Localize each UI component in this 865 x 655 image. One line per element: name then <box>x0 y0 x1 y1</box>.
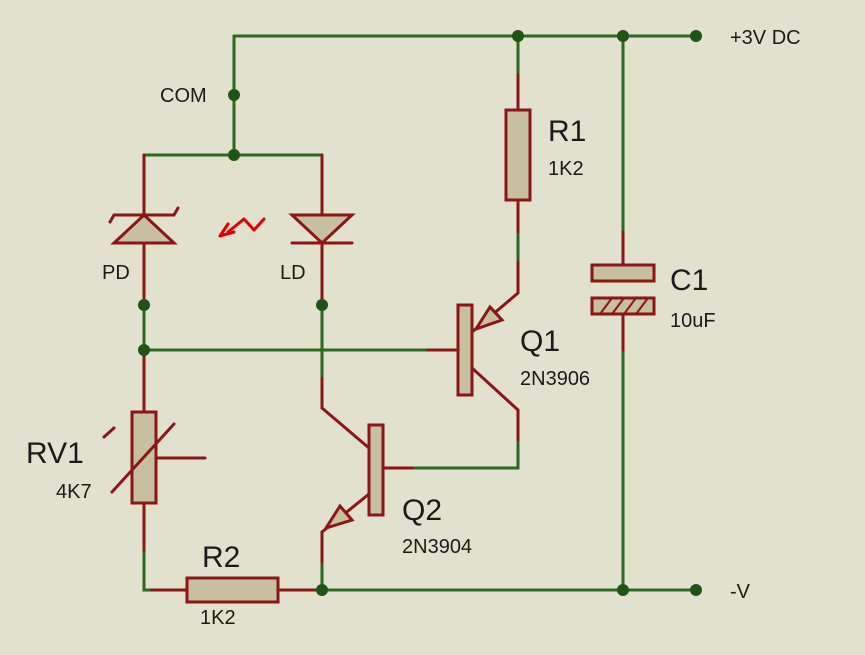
resistor-r1 <box>504 73 532 234</box>
transistor-q1 <box>426 260 520 442</box>
capacitor-c1 <box>590 230 656 352</box>
optical-link-arrow-icon <box>218 217 266 238</box>
q1-value: 2N3906 <box>520 368 590 390</box>
pd-ref: PD <box>102 262 130 284</box>
terminal-negative <box>690 584 702 596</box>
c1-ref: C1 <box>670 264 708 297</box>
junction-dot <box>228 149 240 161</box>
label-positive-supply: +3V DC <box>730 27 801 49</box>
label-negative-supply: -V <box>730 581 751 603</box>
variable-resistor-rv1 <box>102 348 207 552</box>
r1-value: 1K2 <box>548 158 584 180</box>
r1-ref: R1 <box>548 115 586 148</box>
ld-ref: LD <box>280 262 306 284</box>
wire-rv1-bottom <box>142 548 154 592</box>
junction-dot <box>617 584 629 596</box>
led-ld <box>288 153 356 307</box>
photodiode-pd <box>108 153 180 307</box>
q1-ref: Q1 <box>520 325 560 358</box>
q2-value: 2N3904 <box>402 536 472 558</box>
label-com: COM <box>160 85 207 107</box>
junction-com <box>228 89 240 101</box>
junction-dot <box>138 299 150 311</box>
r2-ref: R2 <box>202 541 240 574</box>
junction-dot <box>617 30 629 42</box>
terminal-positive <box>690 30 702 42</box>
transistor-q2 <box>320 376 414 564</box>
junction-dot <box>512 30 524 42</box>
rv1-value: 4K7 <box>56 481 92 503</box>
resistor-r2 <box>150 576 324 604</box>
junction-dot <box>316 299 328 311</box>
junction-dot <box>316 584 328 596</box>
r2-value: 1K2 <box>200 607 236 629</box>
q2-ref: Q2 <box>402 494 442 527</box>
rv1-ref: RV1 <box>26 437 84 470</box>
wire-q1-collector <box>410 438 520 470</box>
c1-value: 10uF <box>670 310 716 332</box>
junctions <box>138 30 702 596</box>
junction-dot <box>138 344 150 356</box>
